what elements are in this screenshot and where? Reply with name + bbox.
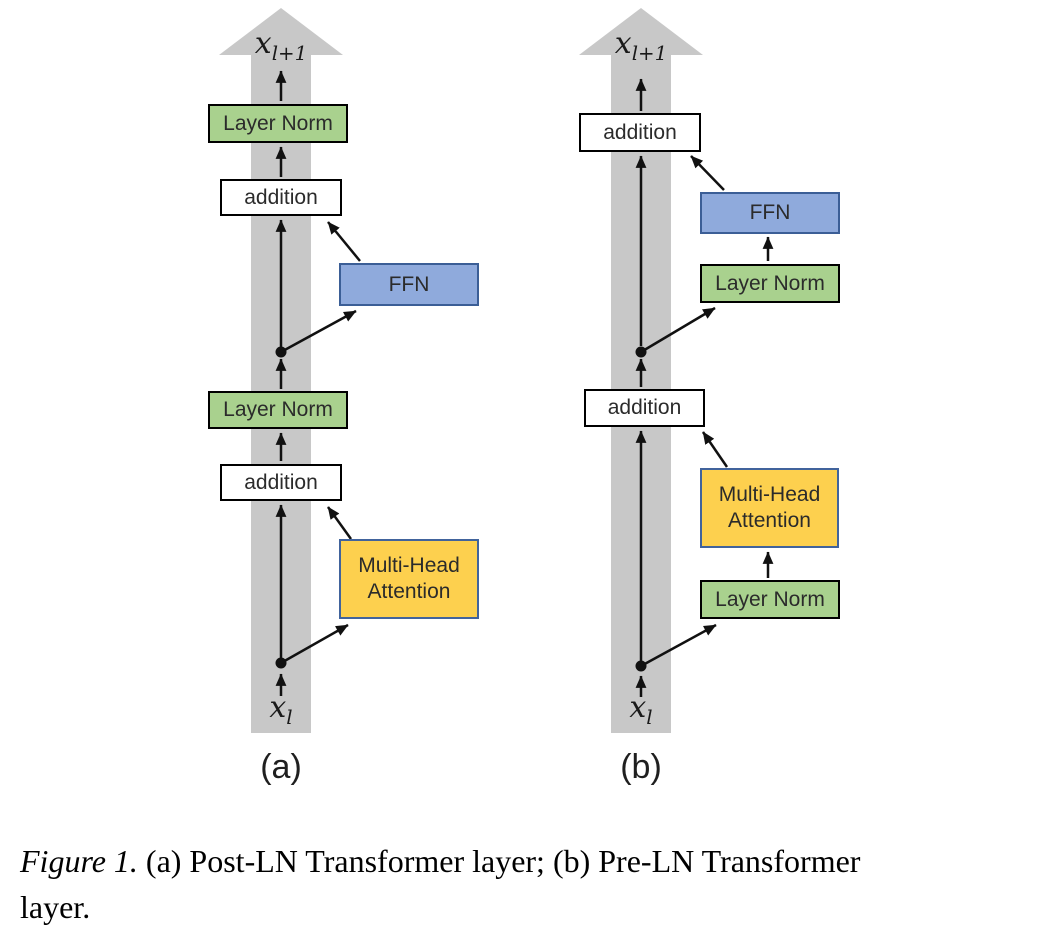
multi-head-attention-box-a: Multi-Head Attention xyxy=(339,539,479,619)
math-var: x xyxy=(269,690,287,725)
arrow-a-ffn-to-addition-top xyxy=(327,221,361,262)
layer-norm-box-b-lower: Layer Norm xyxy=(700,580,840,619)
math-var: x xyxy=(254,26,272,61)
output-label-a: xl+1 xyxy=(221,26,341,65)
caption-figure-label: Figure 1. xyxy=(20,843,138,879)
caption-text-line-2: layer. xyxy=(20,889,91,926)
residual-stream-arrowhead-a xyxy=(219,8,343,55)
multi-head-attention-box-b: Multi-Head Attention xyxy=(700,468,839,548)
arrow-b-attention-to-addition-bottom xyxy=(701,431,729,468)
addition-box-b-bottom: addition xyxy=(584,389,705,427)
math-var: x xyxy=(614,26,632,61)
layer-norm-box-b-upper: Layer Norm xyxy=(700,264,840,303)
input-label-a: xl xyxy=(221,690,341,729)
math-subscript: l xyxy=(646,706,653,729)
math-var: x xyxy=(629,690,647,725)
arrow-b-ffn-to-addition-top xyxy=(690,155,725,191)
addition-box-b-top: addition xyxy=(579,113,701,152)
layer-norm-box-a-mid: Layer Norm xyxy=(208,391,348,429)
layer-norm-box-a-top: Layer Norm xyxy=(208,104,348,143)
panel-label-b: (b) xyxy=(620,748,662,786)
arrow-a-attention-to-addition-bottom xyxy=(326,506,353,540)
caption-text-line-1: (a) Post-LN Transformer layer; (b) Pre-L… xyxy=(145,843,861,879)
residual-stream-arrowhead-b xyxy=(579,8,703,55)
output-label-b: xl+1 xyxy=(581,26,701,65)
ffn-box-b: FFN xyxy=(700,192,840,234)
connection-arrows-layer xyxy=(275,70,774,697)
ffn-box-a: FFN xyxy=(339,263,479,306)
caption-line-1: Figure 1. (a) Post-LN Transformer layer;… xyxy=(20,838,1025,884)
math-subscript: l xyxy=(286,706,293,729)
addition-box-a-bottom: addition xyxy=(220,464,342,501)
addition-box-a-top: addition xyxy=(220,179,342,216)
math-subscript: l+1 xyxy=(271,42,308,65)
figure-caption: Figure 1. (a) Post-LN Transformer layer;… xyxy=(20,838,1025,930)
input-label-b: xl xyxy=(581,690,701,729)
math-subscript: l+1 xyxy=(631,42,668,65)
panel-label-a: (a) xyxy=(260,748,302,786)
